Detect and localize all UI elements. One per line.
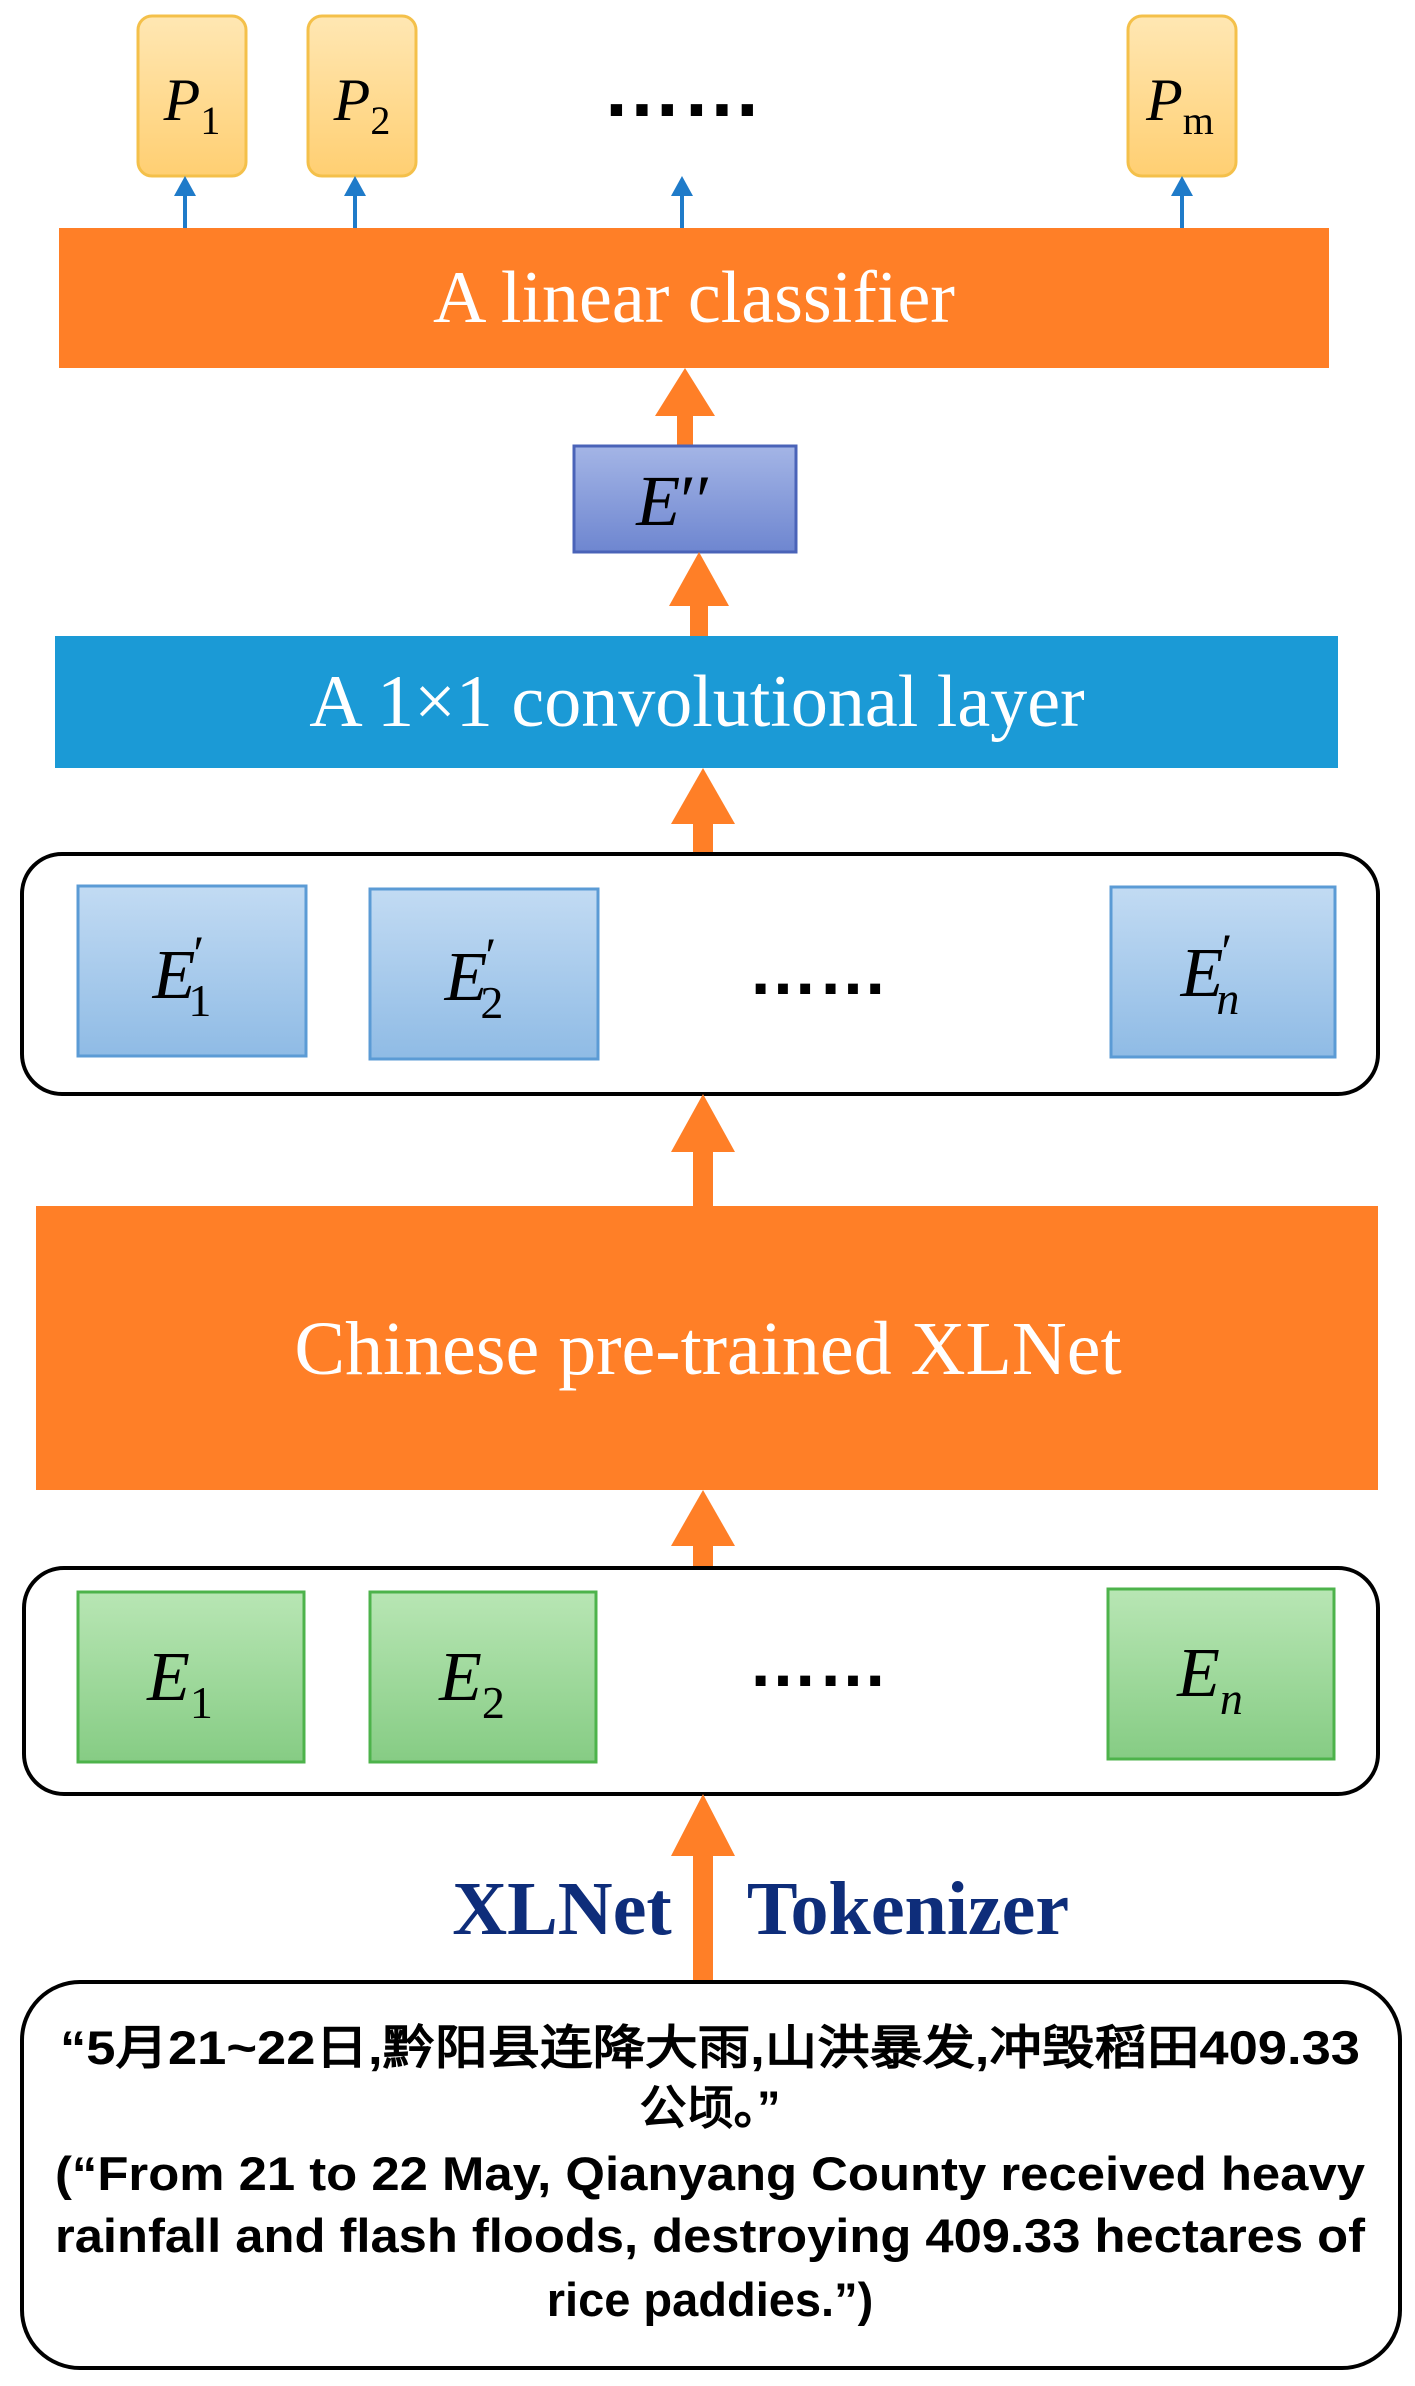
e-prime-label-1: E′1: [152, 925, 212, 1026]
e-token-2: E2: [368, 1590, 598, 1764]
tokenizer-label-right: Tokenizer: [747, 1867, 1069, 1951]
arrow-eprime-to-conv: [671, 768, 735, 854]
linear-classifier-block: [59, 228, 1329, 368]
output-box-p2: [306, 14, 418, 178]
e-prime-box-n: [1109, 885, 1337, 1059]
arrow-conv-to-edp: [669, 552, 729, 636]
e-box-2: [368, 1590, 598, 1764]
arrow-shaft: [693, 1140, 713, 1206]
e-double-prime-box: [572, 444, 798, 554]
arrow-e-to-xlnet: [671, 1490, 735, 1568]
input-text-line-3: (“From 21 to 22 May, Qianyang County rec…: [55, 2147, 1365, 2200]
e-token-1: E1: [76, 1590, 306, 1764]
tokenizer-label-left: XLNet: [452, 1867, 672, 1951]
arrow-head: [669, 552, 729, 606]
e-double-prime-label: E′′: [635, 461, 711, 541]
arrow-head: [671, 1490, 735, 1546]
arrow-head-to-ellipsis: [671, 176, 693, 196]
conv-layer-label: A 1×1 convolutional layer: [309, 661, 1084, 743]
e-prime-label-2: E′2: [444, 927, 504, 1028]
e-prime-label-n: E′n: [1180, 923, 1240, 1024]
classifier-output-arrows: [174, 176, 1193, 228]
e-prime-token-2: E′2: [368, 887, 600, 1061]
input-text-line-4: rainfall and flash floods, destroying 40…: [55, 2209, 1365, 2262]
arrow-shaft: [693, 1852, 713, 1982]
arrow-head: [671, 1094, 735, 1152]
input-text-line-2: 公顷。”: [640, 2081, 781, 2134]
output-label-pm: Pm: [1145, 67, 1214, 143]
arrow-shaft: [677, 410, 693, 446]
e-label-2: E2: [438, 1639, 505, 1728]
input-text-box: [20, 1980, 1402, 2370]
input-text-line-1: “5月21~22日,黔阳县连降大雨,山洪暴发,冲毁稻田409.33: [60, 2021, 1360, 2074]
e-prime-box-1: [76, 884, 308, 1058]
xlnet-model-block: [36, 1206, 1378, 1490]
output-ellipsis: ……: [602, 44, 762, 133]
output-box-p1: [136, 14, 248, 178]
e-prime-ellipsis: ……: [748, 931, 888, 1009]
linear-classifier-label: A linear classifier: [433, 257, 955, 339]
e-box-n: [1106, 1587, 1336, 1761]
e-prime-box-2: [368, 887, 600, 1061]
input-text-line-5: rice paddies.”): [547, 2273, 874, 2326]
e-label-n: En: [1176, 1635, 1243, 1724]
arrow-head: [671, 1794, 735, 1856]
conv-layer-block: [55, 636, 1338, 768]
output-label-p1: P1: [163, 67, 221, 143]
e-label-1: E1: [146, 1639, 213, 1728]
arrow-head-to-p1: [174, 176, 196, 196]
arrow-head-to-p2: [344, 176, 366, 196]
arrow-input-to-e: [671, 1794, 735, 1982]
arrow-head: [671, 768, 735, 824]
xlnet-model-label: Chinese pre-trained XLNet: [294, 1307, 1121, 1391]
arrow-edp-to-classifier: [655, 368, 715, 446]
e-ellipsis: ……: [748, 1623, 888, 1701]
e-group: [22, 1566, 1380, 1796]
arrow-xlnet-to-eprime: [671, 1094, 735, 1206]
e-prime-group: [20, 852, 1380, 1096]
e-box-1: [76, 1590, 306, 1764]
e-token-n: En: [1106, 1587, 1336, 1761]
output-label-p2: P2: [333, 67, 391, 143]
e-prime-token-n: E′n: [1109, 885, 1337, 1059]
arrow-head: [655, 368, 715, 416]
e-prime-token-1: E′1: [76, 884, 308, 1058]
output-row: P1 P2 …… Pm: [136, 14, 1238, 178]
arrow-head-to-pm: [1171, 176, 1193, 196]
input-text: “5月21~22日,黔阳县连降大雨,山洪暴发,冲毁稻田409.33 公顷。” (…: [55, 2021, 1365, 2326]
